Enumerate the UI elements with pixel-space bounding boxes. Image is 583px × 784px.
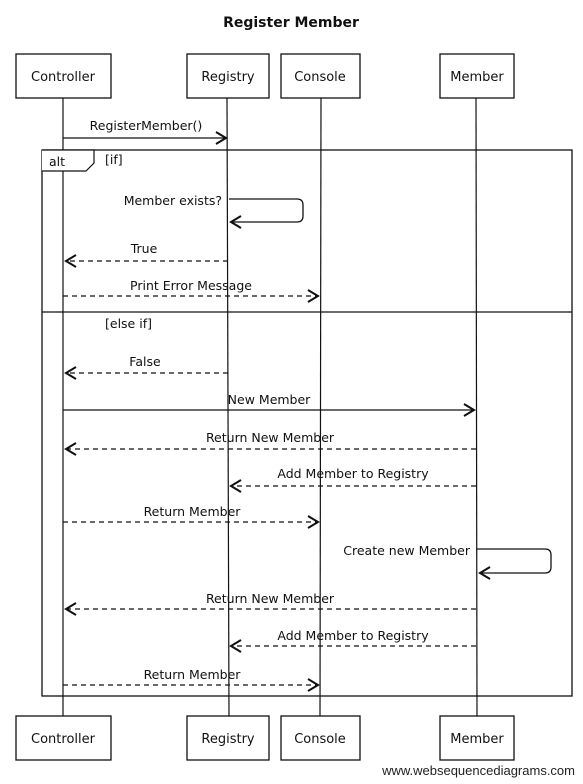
participant-label: Controller xyxy=(31,70,96,85)
message-label: Return Member xyxy=(144,504,242,519)
message-label: Create new Member xyxy=(343,543,471,558)
participant-label: Controller xyxy=(31,732,96,747)
participant-registry-bottom: Registry xyxy=(186,715,270,761)
message-return-member-2: Return Member xyxy=(63,667,320,692)
participant-label: Console xyxy=(294,732,346,747)
message-label: Return New Member xyxy=(206,591,335,606)
message-true: True xyxy=(64,241,228,268)
diagram-title: Register Member xyxy=(223,15,359,31)
message-false: False xyxy=(64,354,228,380)
lifeline-registry xyxy=(226,97,230,717)
message-label: Add Member to Registry xyxy=(277,628,429,643)
lifeline-member xyxy=(475,97,478,717)
message-label: Add Member to Registry xyxy=(277,466,429,481)
participant-console-bottom: Console xyxy=(280,715,361,761)
participant-label: Registry xyxy=(201,732,255,747)
message-print-error: Print Error Message xyxy=(63,278,320,303)
message-member-exists: Member exists? xyxy=(124,193,304,229)
message-label: New Member xyxy=(228,392,312,407)
message-register-member: RegisterMember() xyxy=(63,118,228,145)
fragment-guard-if: [if] xyxy=(105,152,123,167)
participant-label: Registry xyxy=(201,70,255,85)
fragment-guard-else-if: [else if] xyxy=(105,316,152,331)
participant-label: Member xyxy=(450,70,504,85)
message-label: True xyxy=(130,241,158,256)
participant-controller-top: Controller xyxy=(15,53,112,99)
message-return-member: Return Member xyxy=(63,504,320,529)
watermark[interactable]: www.websequencediagrams.com xyxy=(382,763,575,778)
message-create-new-member: Create new Member xyxy=(343,543,552,580)
lifeline-console xyxy=(319,97,322,717)
participants-top: Controller Registry Console Member xyxy=(15,53,515,99)
message-label: Print Error Message xyxy=(130,278,252,293)
message-add-member-to-registry-2: Add Member to Registry xyxy=(229,628,476,653)
messages: RegisterMember() Member exists? True Pri… xyxy=(63,118,552,692)
message-return-new-member-2: Return New Member xyxy=(64,591,476,616)
message-label: Return New Member xyxy=(206,430,335,445)
alt-fragment: alt [if] [else if] xyxy=(41,149,573,697)
participant-label: Member xyxy=(450,732,504,747)
fragment-frame xyxy=(41,149,573,697)
message-return-new-member: Return New Member xyxy=(64,430,476,456)
message-label: False xyxy=(129,354,161,369)
participants-bottom: Controller Registry Console Member xyxy=(15,715,515,761)
fragment-operator-tab xyxy=(42,149,95,172)
message-new-member: New Member xyxy=(63,392,476,417)
message-label: RegisterMember() xyxy=(90,118,203,133)
message-label: Member exists? xyxy=(124,193,222,208)
lifelines xyxy=(62,97,478,717)
message-add-member-to-registry: Add Member to Registry xyxy=(229,466,476,493)
participant-member-top: Member xyxy=(439,53,515,99)
participant-label: Console xyxy=(294,70,346,85)
participant-member-bottom: Member xyxy=(439,715,515,761)
participant-controller-bottom: Controller xyxy=(15,715,112,761)
participant-registry-top: Registry xyxy=(186,53,270,99)
participant-console-top: Console xyxy=(280,53,361,99)
fragment-operator: alt xyxy=(49,154,65,169)
message-label: Return Member xyxy=(144,667,242,682)
